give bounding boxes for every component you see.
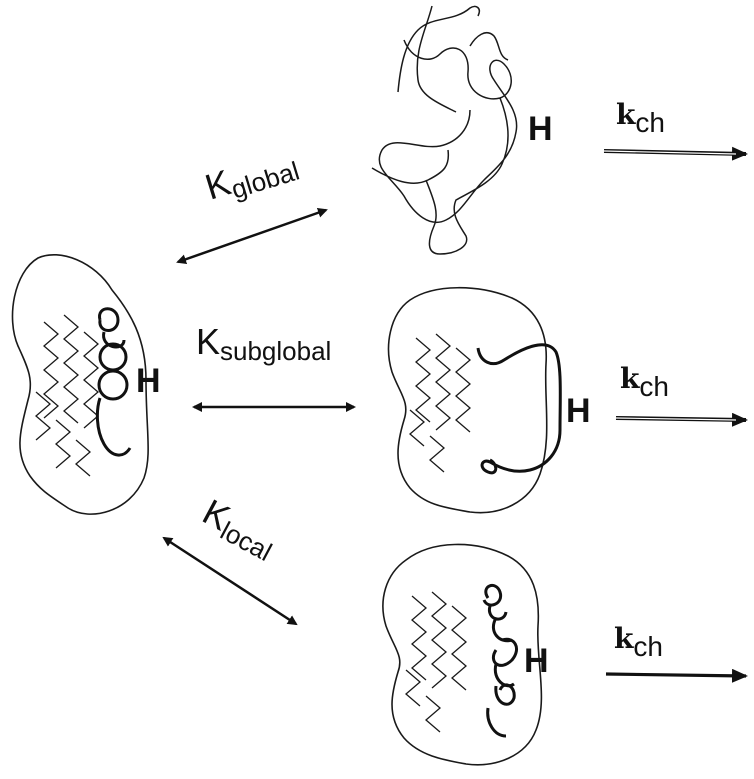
native-state: H [12,255,160,514]
exchange-local: kch [606,622,746,676]
local-protein-outline [383,544,541,764]
subglobal-unfolded-state: H [389,288,591,513]
k-global-label: Kglobal [200,141,302,211]
native-beta-strands [36,315,98,476]
local-double-arrow [164,538,296,624]
kch-subglobal-label: kch [620,362,669,402]
local-equilibrium: Klocal [164,491,296,624]
global-unfolded-chain [372,6,517,254]
global-double-arrow [178,210,326,262]
local-unfolded-state: H [383,544,549,764]
local-beta-strands [406,592,466,732]
k-local-label: Klocal [194,491,284,567]
global-unfolded-state: H [372,6,553,254]
native-helix [97,309,130,455]
global-equilibrium: Kglobal [178,141,326,262]
subglobal-h-label: H [566,392,591,430]
native-h-label: H [136,362,161,400]
exchange-subglobal: kch [616,362,746,420]
local-helix [484,585,517,736]
local-h-label: H [524,642,549,680]
kch-global-label: kch [616,98,665,138]
k-subglobal-label: Ksubglobal [196,321,331,366]
subglobal-unfolded-segment [478,345,560,473]
exchange-global: kch [604,98,746,154]
subglobal-equilibrium: Ksubglobal [194,321,354,407]
subglobal-protein-outline [389,288,547,513]
exchange-arrow-local [606,674,746,676]
global-h-label: H [528,110,553,148]
kch-local-label: kch [614,622,663,662]
subglobal-beta-strands [410,334,470,472]
